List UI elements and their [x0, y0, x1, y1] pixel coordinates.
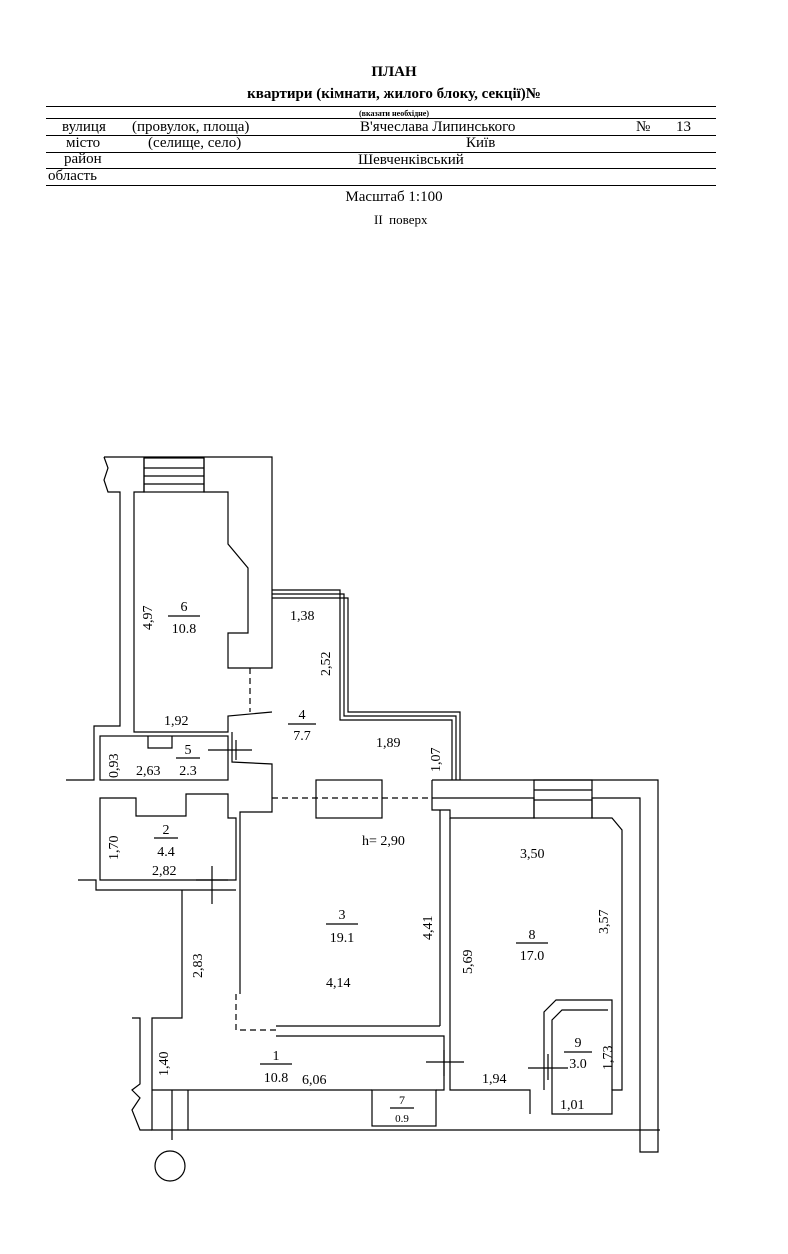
wall [133, 458, 273, 733]
dimension-label: 2,82 [152, 864, 177, 879]
city-kind-label: (селище, село) [148, 135, 242, 151]
number-value: 13 [676, 119, 691, 135]
dimension-label: 2,52 [319, 652, 334, 677]
note-text: (вказати необхідне) [359, 109, 429, 118]
dimension-label: 3,57 [597, 910, 612, 935]
room-number: 7 [399, 1093, 405, 1107]
balcony-rail [272, 593, 457, 780]
room-area: 2.3 [179, 764, 197, 779]
wall [151, 890, 660, 1131]
wall [551, 1009, 608, 1090]
room-number: 2 [163, 823, 170, 838]
room-area: 17.0 [520, 949, 545, 964]
dimension-label: 4,97 [141, 606, 156, 631]
floor-number: II [374, 212, 383, 227]
wall [235, 994, 276, 1031]
room-number: 1 [273, 1049, 280, 1064]
city-label: місто [66, 135, 101, 151]
room-area: 10.8 [172, 622, 197, 637]
wall [231, 732, 273, 994]
balcony-rail [272, 597, 461, 780]
wall [131, 1017, 152, 1131]
dimension-label: 5,69 [461, 950, 476, 975]
room-area: 19.1 [330, 931, 355, 946]
room-number: 5 [185, 743, 192, 758]
room-2-walls [99, 793, 237, 881]
number-label: № [636, 119, 651, 135]
divider [46, 118, 716, 119]
room-number: 9 [575, 1036, 582, 1051]
divider [46, 185, 716, 186]
city-value: Київ [466, 135, 496, 151]
document-subtitle: квартири (кімнати, жилого блоку, секції)… [247, 86, 541, 102]
dimension-label: 1,07 [429, 748, 444, 773]
dimension-label: 1,73 [601, 1046, 616, 1071]
dimension-label: 1,38 [290, 609, 315, 624]
wardrobe [315, 779, 383, 819]
wall [449, 818, 531, 1114]
room-number: 6 [181, 600, 188, 615]
room-area: 10.8 [264, 1071, 289, 1086]
wall [78, 879, 236, 891]
floor-label: II поверх [374, 212, 427, 228]
dimension-label: 4,41 [421, 916, 436, 941]
dimension-label: 2,83 [191, 954, 206, 979]
room-area: 0.9 [395, 1113, 409, 1125]
room-area: 4.4 [157, 845, 175, 860]
room-number: 4 [299, 708, 306, 723]
room-number: 3 [339, 908, 346, 923]
room-7-walls [371, 1089, 437, 1127]
dimension-label: 1,01 [560, 1098, 585, 1113]
street-kind-label: (провулок, площа) [132, 119, 250, 135]
region-label: область [48, 168, 97, 184]
dimension-label: 1,94 [482, 1072, 507, 1087]
dimension-label: 0,93 [107, 754, 122, 779]
dimension-label: 1,89 [376, 736, 401, 751]
district-value: Шевченківський [358, 152, 464, 168]
dimension-label: 2,63 [136, 764, 161, 779]
balcony-rail [272, 589, 453, 780]
room-area: 3.0 [569, 1057, 587, 1072]
dimension-label: 1,40 [157, 1052, 172, 1077]
room-area: 7.7 [293, 729, 311, 744]
room-number: 8 [529, 928, 536, 943]
dimension-label: 1,70 [107, 836, 122, 861]
dimension-label: 1,92 [164, 714, 189, 729]
divider [46, 168, 716, 169]
street-label: вулиця [62, 119, 106, 135]
wall [147, 736, 173, 749]
dimension-label: 4,14 [326, 976, 351, 991]
room-9-walls [543, 999, 613, 1090]
divider [46, 106, 716, 107]
floor-word: поверх [389, 212, 428, 227]
street-value: В'ячеслава Липинського [360, 119, 516, 135]
window [143, 457, 205, 493]
wall [431, 780, 535, 819]
dimension-label: 6,06 [302, 1073, 327, 1088]
document-title: ПЛАН [371, 64, 417, 80]
divider [46, 152, 716, 153]
entrance-marker [154, 1150, 186, 1182]
ceiling-height: h= 2,90 [362, 834, 405, 849]
wall [66, 456, 121, 781]
district-label: район [64, 151, 102, 167]
window [533, 779, 593, 819]
dimension-label: 3,50 [520, 847, 545, 862]
scale-label: Масштаб 1:100 [345, 189, 443, 205]
divider [46, 135, 716, 136]
room-5-walls [99, 735, 229, 781]
wall [432, 779, 659, 1153]
